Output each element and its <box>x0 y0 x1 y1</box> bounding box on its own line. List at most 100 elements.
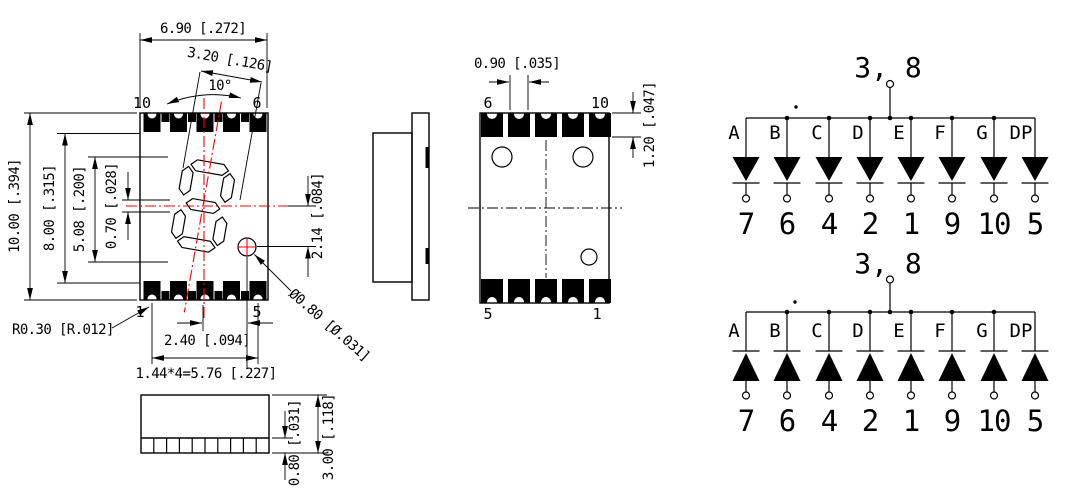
dim-corner-radius: R0.30 [R.012] <box>12 306 150 338</box>
pad <box>535 279 557 303</box>
back-pin-bottom-right: 1 <box>592 305 601 323</box>
pin-terminal <box>824 194 834 203</box>
diode-column: 10 <box>978 312 1011 438</box>
pad-notch <box>174 294 183 304</box>
dim-inner-height: 8.00 [.315] <box>42 133 140 284</box>
pin-number: 10 <box>978 207 1011 241</box>
seven-segment-digit <box>170 159 236 253</box>
profile-pad-dividers <box>153 438 257 453</box>
pad <box>508 113 530 137</box>
diode-triangle <box>732 157 760 181</box>
pad-notch <box>487 297 497 307</box>
dim-dp-offset: 2.40 [.094] <box>164 257 273 368</box>
pad-notch <box>487 109 497 119</box>
segment-f <box>178 165 194 196</box>
segment-c <box>212 216 228 247</box>
pin-terminal <box>947 194 957 203</box>
side-pcb <box>411 112 430 301</box>
diode-triangle <box>815 353 843 381</box>
dim-pad-pitch-text: 1.44*4=5.76 [.227] <box>136 366 277 382</box>
side-view <box>372 112 430 301</box>
back-view: 0.90 [.035] 1.20 [.047] 6 10 5 1 <box>468 56 658 323</box>
diode-column: 2 <box>856 118 884 241</box>
pin-terminal <box>989 391 999 400</box>
centerlines <box>126 98 290 318</box>
diode-column: 5 <box>1021 312 1049 438</box>
dim-back-pad-depth-text: 1.20 [.047] <box>642 82 658 168</box>
diode-column: 6 <box>773 118 801 241</box>
diode-triangle <box>815 157 843 181</box>
pad <box>170 113 187 132</box>
pad <box>170 281 187 300</box>
dim-back-pad-width: 0.90 [.035] <box>474 56 561 110</box>
pin-terminal <box>741 194 751 203</box>
circuit-common-anode: 3, 8 A B C D E F G DP 7 6 <box>728 51 1049 241</box>
profile-view: 0.80 [.031] 3.00 [.118] <box>140 394 337 486</box>
diode-triangle <box>897 353 925 381</box>
back-hole <box>572 146 594 168</box>
pad <box>223 113 240 132</box>
dim-back-pad-width-text: 0.90 [.035] <box>474 56 560 72</box>
back-bottom-pads <box>481 279 611 307</box>
segment-d <box>176 236 216 253</box>
dim-digit-width-text: 3.20 [.126] <box>186 45 274 76</box>
pad-notch <box>174 109 183 119</box>
segment-label: B <box>769 122 780 144</box>
circuit-common-cathode: 3, 8 A B C D E F G DP 7 6 <box>728 247 1049 438</box>
segment-label: DP <box>1010 320 1033 342</box>
pad-notch <box>227 109 236 119</box>
stray-dot <box>794 105 798 109</box>
pin-number: 9 <box>944 404 960 438</box>
side-body <box>372 132 413 283</box>
pad-notch <box>147 294 157 304</box>
pad <box>508 279 530 303</box>
diode-triangle <box>938 353 966 381</box>
dim-dp-drop: 2.14 [.084] <box>257 173 326 277</box>
pin-number: 5 <box>1027 207 1043 241</box>
pin-terminal <box>906 194 916 203</box>
pin-number: 2 <box>862 207 878 241</box>
dim-tilt-angle-text: 10° <box>208 78 232 94</box>
dim-profile-pad-height-text: 0.80 [.031] <box>287 400 303 486</box>
pad-notch <box>595 109 605 119</box>
back-hole <box>491 146 513 168</box>
pad <box>562 279 584 303</box>
segment-e <box>170 208 187 240</box>
dim-profile-total-height: 3.00 [.118] <box>272 394 337 480</box>
pad <box>562 113 584 137</box>
front-pin-bottom-right: 5 <box>252 303 261 321</box>
diode-triangle <box>856 157 884 181</box>
pin-number: 10 <box>978 404 1011 438</box>
pad-castellation <box>214 113 223 122</box>
stray-dot <box>793 300 797 304</box>
pin-number: 1 <box>903 404 919 438</box>
pin-number: 2 <box>862 404 878 438</box>
diode-triangle <box>773 157 801 181</box>
dim-dp-diameter-text: Ø0.80 [Ø.031] <box>285 286 372 365</box>
diode-triangle <box>897 157 925 181</box>
dim-segment-thickness: 0.70 [.028] <box>104 163 170 249</box>
back-hole <box>580 248 598 266</box>
pin-number: 7 <box>738 207 754 241</box>
diode-column: 9 <box>938 118 966 241</box>
pad-notch <box>200 109 210 119</box>
pad-notch <box>541 109 551 119</box>
back-top-pads <box>481 109 611 137</box>
pad <box>143 281 161 300</box>
segment-a <box>190 159 230 176</box>
front-view: 6.90 [.272] 3.20 [.126] 10° 10.00 [.394]… <box>7 21 373 382</box>
dim-corner-radius-text: R0.30 [R.012] <box>12 322 114 338</box>
pad-notch <box>253 294 263 304</box>
pin-terminal <box>906 391 916 400</box>
pad <box>589 279 611 303</box>
back-pin-top-right: 10 <box>591 94 609 112</box>
pin-terminal <box>947 391 957 400</box>
front-bottom-pads <box>143 281 267 304</box>
diode-triangle <box>980 157 1008 181</box>
back-pin-bottom-left: 5 <box>483 305 492 323</box>
pad-notch <box>541 297 551 307</box>
dim-dp-offset-text: 2.40 [.094] <box>164 333 250 349</box>
centerline-tilted <box>183 101 222 313</box>
pad-notch <box>147 109 157 119</box>
segment-b <box>219 172 236 204</box>
